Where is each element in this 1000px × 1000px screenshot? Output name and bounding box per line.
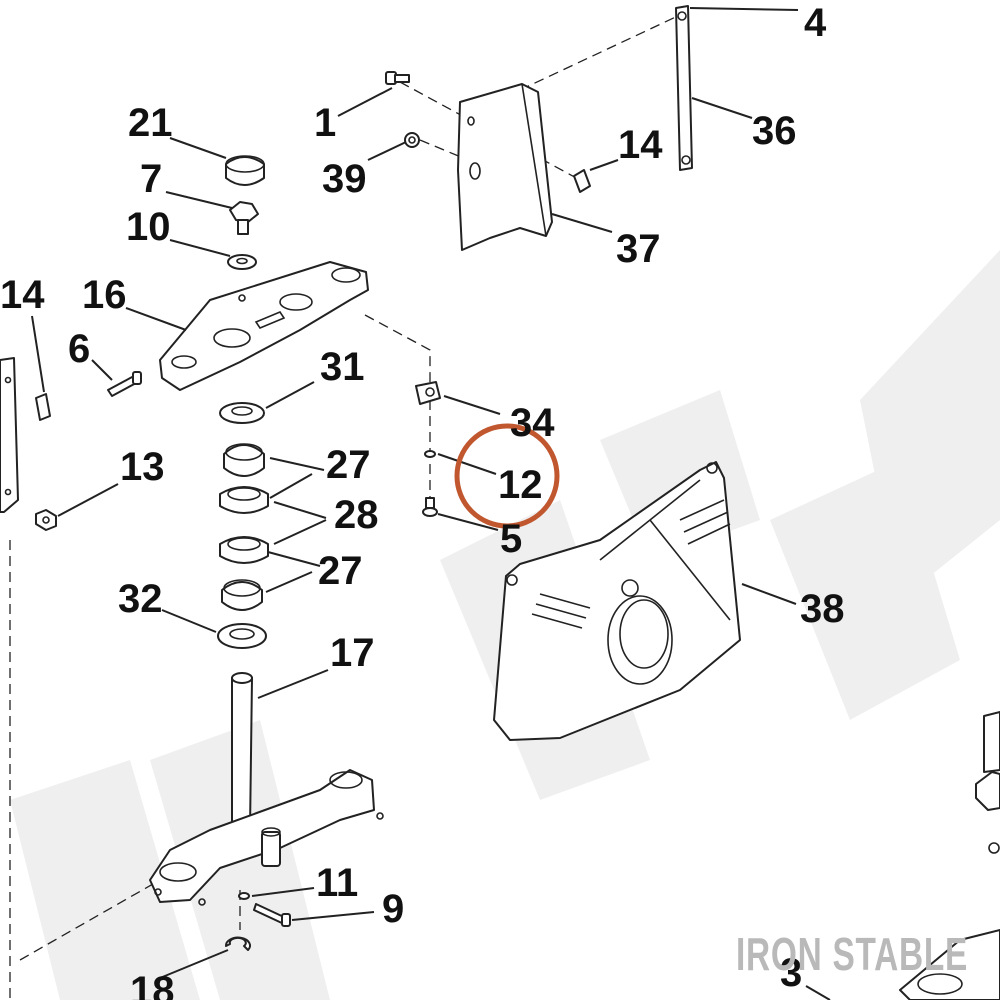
callout-38: 38	[800, 587, 845, 631]
part-28-race-lower	[219, 536, 269, 564]
part-27-bearing-upper	[223, 443, 265, 477]
callout-6: 6	[68, 327, 90, 371]
part-32-seal	[217, 623, 267, 649]
callout-34: 34	[510, 401, 555, 445]
part-1-bolt	[385, 71, 410, 85]
callout-10: 10	[126, 205, 171, 249]
highlight-circle	[454, 423, 560, 529]
part-5-screw	[422, 497, 438, 517]
callout-17: 17	[330, 631, 375, 675]
leader-lines	[31, 7, 831, 1000]
part-27-bearing-lower	[221, 579, 263, 611]
part-36-strap	[675, 5, 693, 171]
part-7-nut	[229, 201, 259, 235]
part-3-assembly	[899, 711, 1000, 1000]
part-16-upper-clamp	[159, 261, 369, 391]
part-17-lower-clamp	[149, 672, 384, 906]
callout-37: 37	[616, 227, 661, 271]
callout-28: 28	[334, 493, 379, 537]
part-14-clip-left	[0, 357, 51, 513]
part-12-washer	[424, 450, 436, 458]
callout-32: 32	[118, 577, 163, 621]
callout-27-upper: 27	[326, 443, 371, 487]
part-37-upper-shield	[457, 83, 553, 251]
part-31-seal	[219, 402, 265, 424]
part-6-bolt	[107, 371, 142, 397]
callout-18: 18	[130, 969, 175, 1000]
callout-36: 36	[752, 109, 797, 153]
part-21-cap	[225, 155, 265, 186]
part-9-bolt	[253, 903, 291, 927]
callout-3: 3	[780, 951, 802, 995]
callout-39: 39	[322, 157, 367, 201]
callout-labels: 4 36 1 14 39 37 21 7 10 14 16 6 31 34 12…	[0, 1, 845, 1000]
part-34-bracket	[415, 381, 441, 405]
callout-14-left: 14	[0, 273, 45, 317]
part-10-washer	[227, 254, 257, 270]
callout-1: 1	[314, 101, 336, 145]
part-13-nut	[35, 509, 57, 531]
part-11-washer	[238, 892, 250, 900]
callout-5: 5	[500, 517, 522, 561]
callout-11: 11	[316, 861, 358, 905]
callout-16: 16	[82, 273, 127, 317]
callout-31: 31	[320, 345, 365, 389]
callout-4: 4	[804, 1, 827, 45]
part-14-clip-upper	[573, 169, 591, 193]
callout-7: 7	[140, 157, 162, 201]
part-18-snap-ring	[225, 936, 251, 951]
part-39-washer	[404, 132, 420, 148]
callout-9: 9	[382, 887, 404, 931]
callout-27-lower: 27	[318, 549, 363, 593]
part-38-lower-shield	[493, 461, 741, 741]
callout-13: 13	[120, 445, 165, 489]
callout-14-upper: 14	[618, 123, 663, 167]
part-28-race-upper	[219, 486, 269, 514]
callout-12: 12	[498, 463, 543, 507]
callout-21: 21	[128, 101, 173, 145]
iron-stable-logo: IRON STABLE	[736, 928, 968, 980]
